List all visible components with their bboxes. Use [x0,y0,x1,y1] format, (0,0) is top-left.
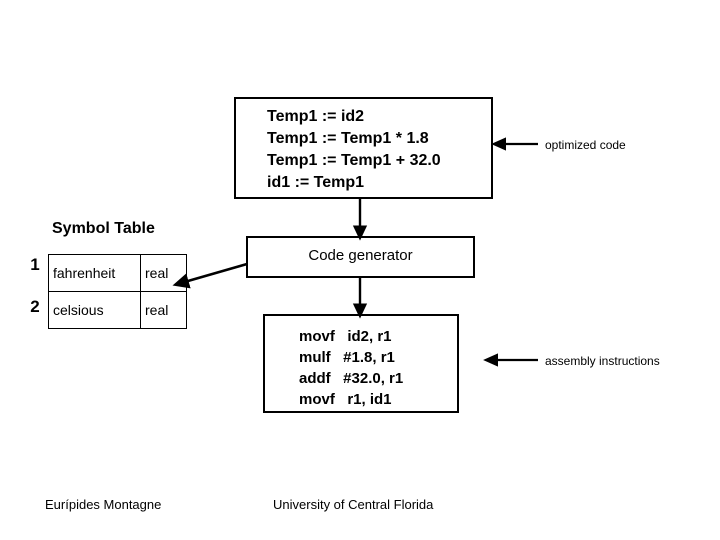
footer-author: Eurípides Montagne [45,497,162,512]
table-row: fahrenheit real [48,254,187,292]
symbol-table-title: Symbol Table [52,220,155,237]
optimized-code-box: Temp1 := id2 Temp1 := Temp1 * 1.8 Temp1 … [234,97,493,199]
assembly-instructions-box: movf id2, r1 mulf #1.8, r1 addf #32.0, r… [263,314,459,413]
optimized-code-line-1: Temp1 := id2 [267,108,365,125]
symbol-type-cell-2: real [140,291,187,329]
footer-organization: University of Central Florida [273,497,434,512]
assembly-line-4: movf r1, id1 [299,391,392,408]
assembly-line-3: addf #32.0, r1 [299,370,404,387]
symbol-name-cell-1: fahrenheit [48,254,141,292]
annotation-assembly-instructions: assembly instructions [545,354,660,368]
assembly-line-1: movf id2, r1 [299,328,392,345]
code-generator-box: Code generator [246,236,475,278]
symbol-name-cell-2: celsious [48,291,141,329]
code-generator-label: Code generator [308,247,413,264]
optimized-code-line-3: Temp1 := Temp1 + 32.0 [267,152,441,169]
optimized-code-line-2: Temp1 := Temp1 * 1.8 [267,130,429,147]
annotation-optimized-code: optimized code [545,138,626,152]
symbol-table: fahrenheit real celsious real [48,254,187,329]
symbol-type-cell-1: real [140,254,187,292]
arrow-codegen-to-symbol-table [172,262,248,289]
symbol-table-row-number-2: 2 [30,297,40,316]
optimized-code-line-4: id1 := Temp1 [267,174,365,191]
assembly-line-2: mulf #1.8, r1 [299,349,395,366]
table-row: celsious real [48,291,187,329]
symbol-table-row-number-1: 1 [30,255,40,274]
